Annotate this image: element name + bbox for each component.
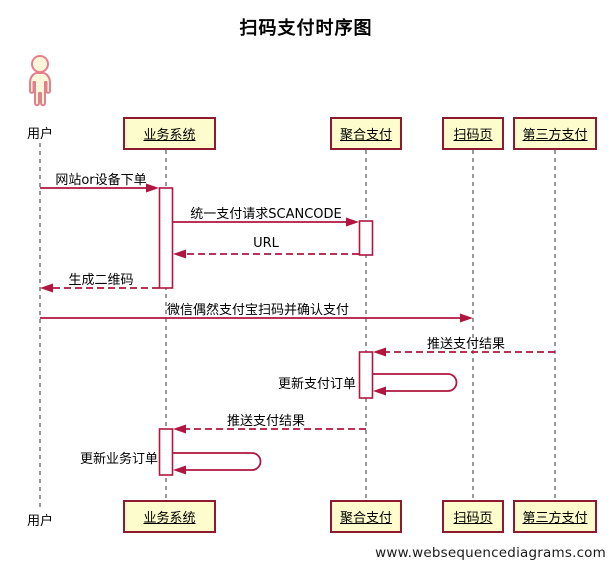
- activation-business-1: [158, 187, 174, 289]
- activation-aggregate-2: [358, 351, 374, 399]
- message-label-update-business-order: 更新业务订单: [79, 452, 158, 467]
- message-label-update-pay-order: 更新支付订单: [277, 377, 356, 392]
- self-loop-aggregate: [373, 373, 458, 392]
- participant-business-system-bottom: 业务系统: [123, 500, 216, 533]
- message-label-order: 网站or设备下单: [55, 173, 147, 188]
- participant-user-top: 用户: [26, 127, 54, 142]
- arrowhead-msg2: [346, 217, 359, 227]
- arrowhead-msg1: [146, 183, 159, 193]
- participant-third-party-pay-top: 第三方支付: [513, 117, 597, 150]
- actor-head: [31, 55, 49, 73]
- user-actor-icon: [29, 55, 51, 107]
- message-label-generate-qrcode: 生成二维码: [68, 273, 134, 288]
- participant-user-bottom: 用户: [26, 514, 54, 529]
- arrowhead-msg5: [460, 313, 473, 323]
- arrowhead-msg9: [173, 465, 186, 475]
- participant-aggregate-pay-top: 聚合支付: [330, 117, 402, 150]
- activation-business-2: [158, 428, 174, 476]
- self-loop-business: [173, 452, 262, 471]
- message-label-push-result-1: 推送支付结果: [426, 337, 506, 352]
- arrowhead-msg8: [173, 424, 186, 434]
- message-label-scan-confirm-pay: 微信偶然支付宝扫码并确认支付: [166, 303, 350, 318]
- arrowhead-msg7: [373, 386, 386, 396]
- participant-third-party-pay-bottom: 第三方支付: [513, 500, 597, 533]
- participant-business-system-top: 业务系统: [123, 117, 216, 150]
- actor-body: [29, 72, 51, 107]
- watermark-url: www.websequencediagrams.com: [375, 545, 606, 561]
- participant-aggregate-pay-bottom: 聚合支付: [330, 500, 402, 533]
- diagram-title: 扫码支付时序图: [239, 18, 373, 39]
- activation-aggregate-1: [358, 220, 374, 256]
- arrowhead-msg4: [40, 283, 53, 293]
- activation-bars: [158, 187, 374, 476]
- arrowhead-msg3: [173, 249, 186, 259]
- participant-scan-page-bottom: 扫码页: [442, 500, 504, 533]
- arrow-heads: [40, 183, 473, 475]
- message-label-push-result-2: 推送支付结果: [226, 414, 306, 429]
- message-label-url: URL: [253, 236, 279, 251]
- participant-scan-page-top: 扫码页: [442, 117, 504, 150]
- message-label-scancode-request: 统一支付请求SCANCODE: [190, 207, 342, 222]
- arrowhead-msg6: [373, 347, 386, 357]
